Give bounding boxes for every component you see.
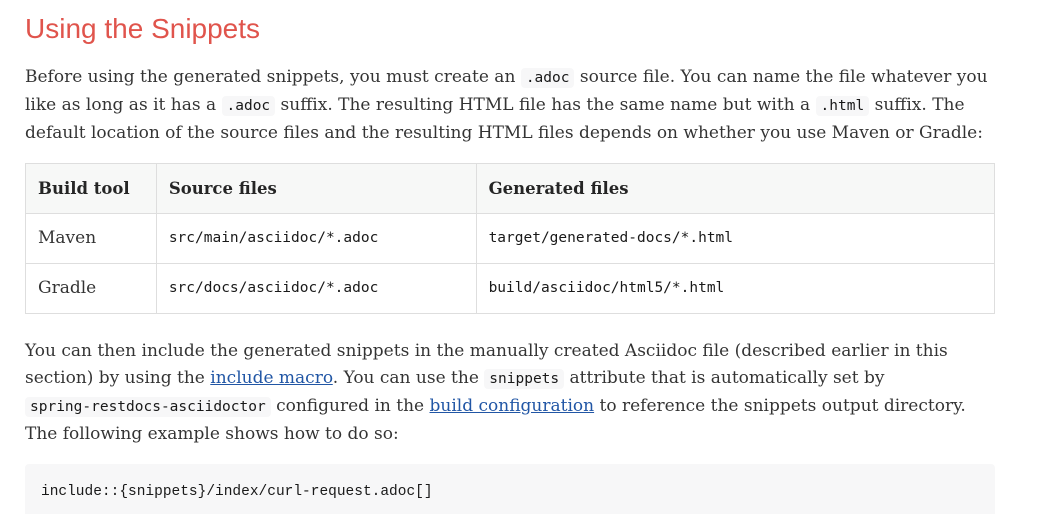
- inline-code: .adoc: [520, 68, 575, 88]
- usage-paragraph: You can then include the generated snipp…: [25, 338, 995, 448]
- cell-generated-files: build/asciidoc/html5/*.html: [475, 263, 996, 314]
- text-run: You can then include the generated snipp…: [25, 341, 948, 388]
- intro-paragraph: Before using the generated snippets, you…: [25, 64, 995, 147]
- inline-code: spring-restdocs-asciidoctor: [25, 397, 271, 417]
- column-header-generated-files: Generated files: [475, 163, 996, 214]
- include-macro-link[interactable]: include macro: [210, 368, 333, 388]
- build-tools-table: Build tool Source files Generated files …: [25, 163, 996, 314]
- page-title: Using the Snippets: [25, 13, 261, 44]
- text-run: suffix. The default location of the sour…: [25, 95, 983, 143]
- text-run: source file. You can name the file whate…: [25, 67, 988, 115]
- table-row-gradle: Gradle src/docs/asciidoc/*.adoc build/as…: [25, 263, 996, 314]
- text-run: configured in the: [270, 396, 430, 416]
- cell-build-tool: Maven: [25, 213, 157, 264]
- inline-code: .html: [815, 96, 870, 116]
- code-block: include::{snippets}/index/curl-request.a…: [25, 464, 995, 514]
- text-run: suffix. The resulting HTML file has the …: [275, 95, 816, 115]
- text-run: Before using the generated snippets, you…: [25, 67, 521, 87]
- column-header-source-files: Source files: [155, 163, 477, 214]
- text-run: attribute that is automatically set by: [564, 368, 885, 388]
- cell-generated-files: target/generated-docs/*.html: [475, 213, 996, 264]
- table-header-row: Build tool Source files Generated files: [25, 163, 996, 214]
- code-block-text: include::{snippets}/index/curl-request.a…: [41, 484, 433, 500]
- column-header-build-tool: Build tool: [25, 163, 157, 214]
- text-run: to reference the snippets output directo…: [25, 396, 966, 444]
- cell-build-tool: Gradle: [25, 263, 157, 314]
- cell-source-files: src/docs/asciidoc/*.adoc: [155, 263, 477, 314]
- text-run: . You can use the: [332, 368, 485, 388]
- table-row-maven: Maven src/main/asciidoc/*.adoc target/ge…: [25, 213, 996, 264]
- inline-code: .adoc: [221, 96, 276, 116]
- inline-code: snippets: [484, 369, 565, 389]
- build-configuration-link[interactable]: build configuration: [429, 396, 595, 416]
- cell-source-files: src/main/asciidoc/*.adoc: [155, 213, 477, 264]
